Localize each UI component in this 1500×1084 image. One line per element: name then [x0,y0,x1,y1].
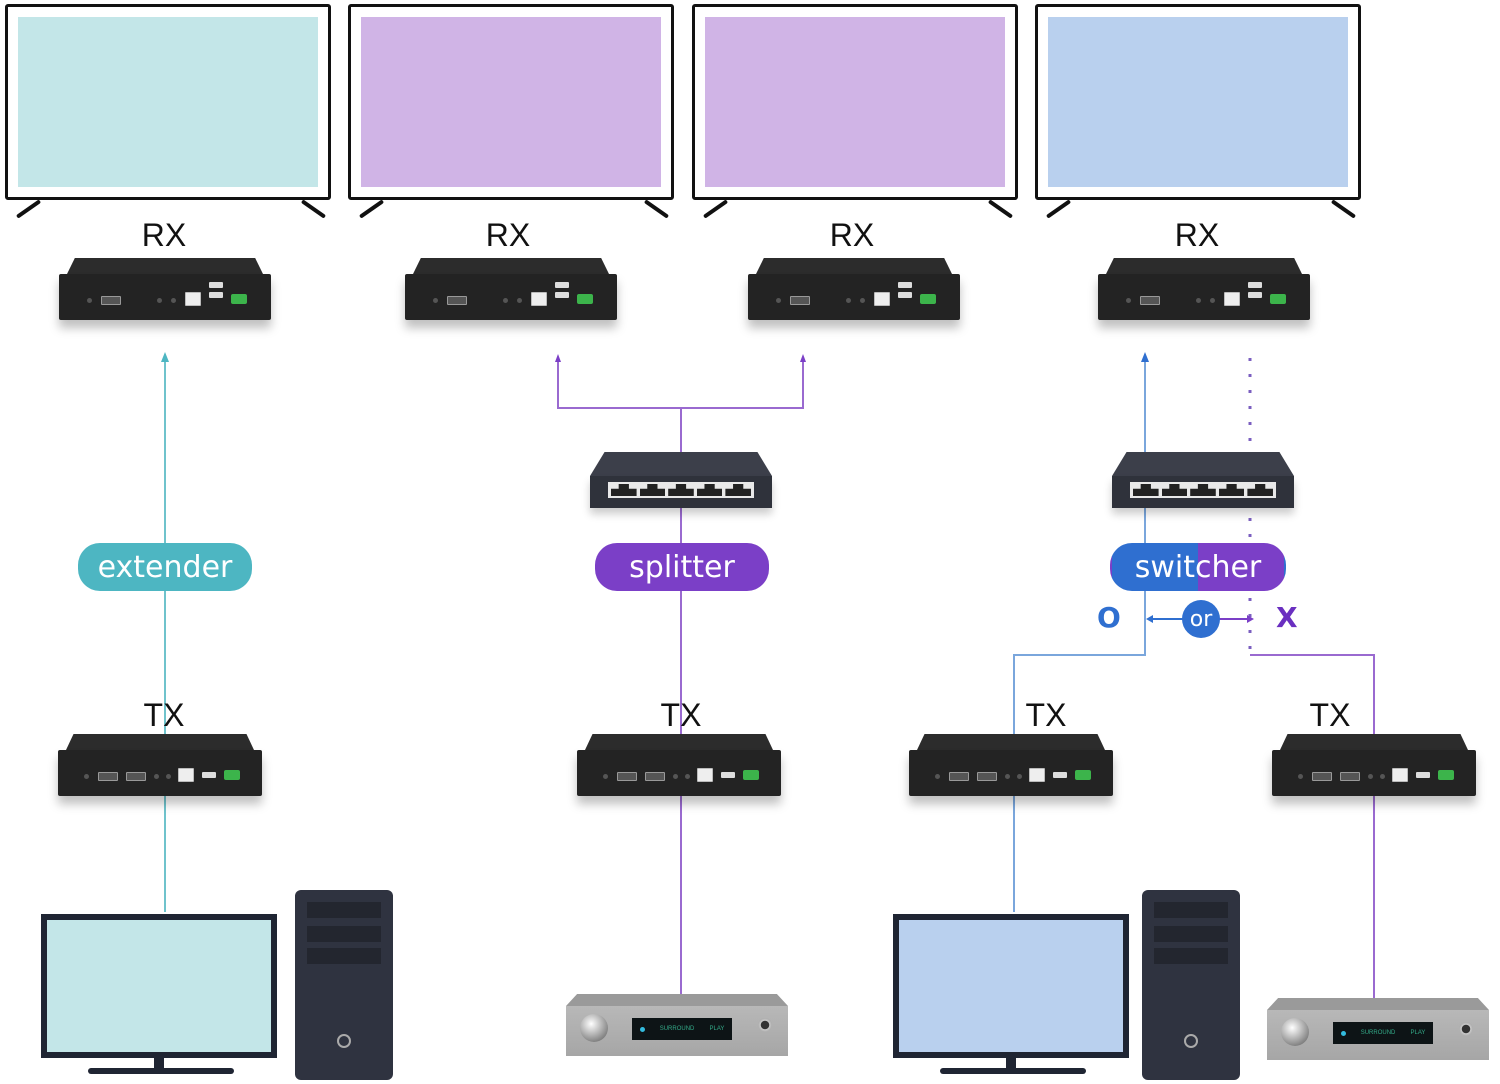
tv-screen [361,17,661,187]
tx-transmitter-box [1272,734,1476,796]
rx-label: RX [485,217,531,253]
arrow-right [1247,615,1254,623]
network-switch-switcher [1112,452,1294,508]
monitor-icon [41,914,277,1058]
tx-transmitter-box [577,734,781,796]
headphone-jack-icon [1459,1022,1473,1036]
monitor-icon [893,914,1129,1058]
switcher-label-a: swit [1134,549,1195,585]
splitter-label: splitter [629,549,735,585]
switcher-label-b: cher [1194,549,1262,585]
tv-screen [1048,17,1348,187]
rx-label: RX [141,217,187,253]
rx-label: RX [1174,217,1220,253]
usb-port [209,282,223,288]
tv-screen [705,17,1005,187]
splitter-arrow-left [555,354,561,362]
network-switch-splitter [590,452,772,508]
splitter-badge: splitter [595,543,769,591]
rj45-ports [1130,482,1276,498]
arrow-left [1146,615,1153,623]
tv-screen [18,17,318,187]
rx-receiver-box [748,258,960,320]
extender-badge: extender [78,543,252,591]
rj45-ports [608,482,754,498]
volume-knob-icon [580,1014,608,1042]
tx-label: TX [660,697,702,733]
ethernet-port [185,292,201,306]
tx-transmitter-box [909,734,1113,796]
unselected-mark-icon: X [1276,601,1298,634]
volume-knob-icon [1281,1018,1309,1046]
extender-arrow [161,352,169,362]
rx-label: RX [829,217,875,253]
rx-receiver-box [405,258,617,320]
hdmi-port [101,296,121,305]
headphone-jack-icon [758,1018,772,1032]
or-label: or [1189,606,1213,632]
switcher-arrow [1141,352,1149,362]
splitter-arrow-right [800,354,806,362]
extender-label: extender [97,549,233,585]
tx-transmitter-box [58,734,262,796]
or-badge: or [1182,600,1220,638]
switcher-active-line [1013,362,1146,912]
pc-tower-icon [1142,890,1240,1080]
rx-receiver-box [1098,258,1310,320]
splitter-line [557,362,804,409]
rx-receiver-box [59,258,271,320]
selected-mark-icon: O [1097,601,1121,634]
tx-label: TX [1309,697,1351,733]
tx-label: TX [1025,697,1067,733]
pc-tower-icon [295,890,393,1080]
tx-label: TX [143,697,185,733]
switcher-inactive-line [1250,654,1375,998]
